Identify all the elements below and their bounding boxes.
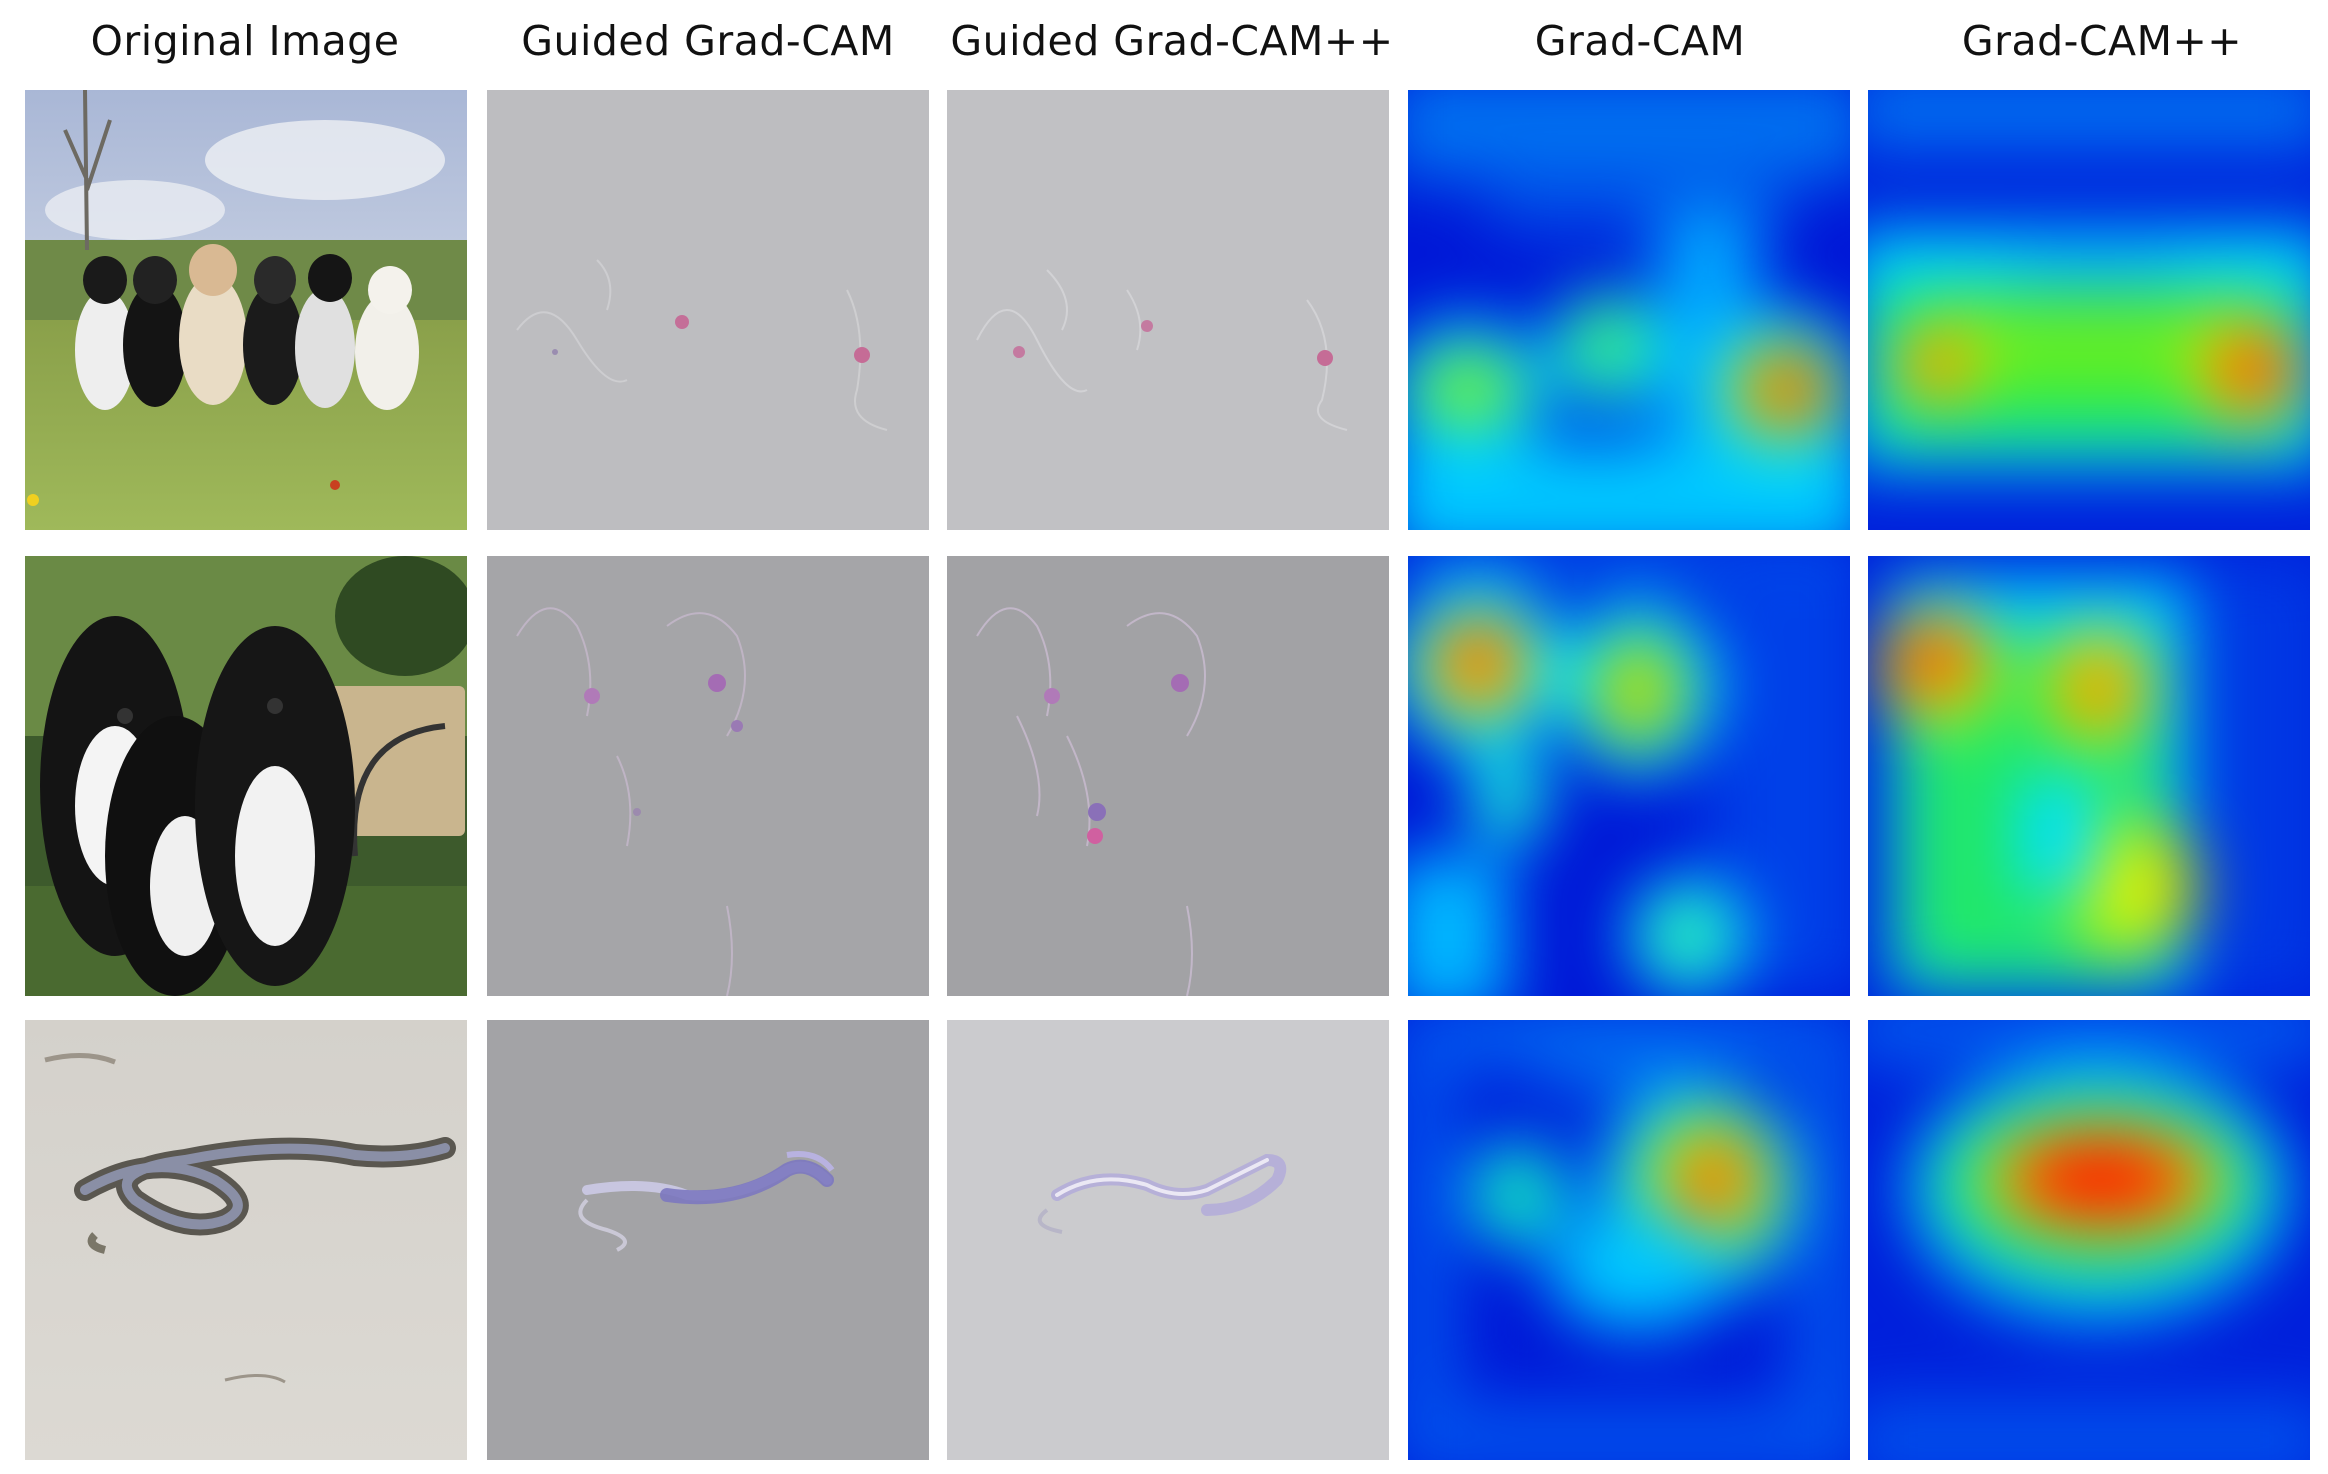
column-header-grad-cam: Grad-CAM	[1534, 17, 1746, 65]
guided-grad-cam-pp-dogs	[947, 90, 1389, 530]
row2-guided-grad-cam-pp	[947, 556, 1389, 996]
column-header-guided-grad-cam: Guided Grad-CAM	[521, 17, 895, 65]
row2-grad-cam-pp	[1868, 556, 2310, 996]
column-header-original-image: Original Image	[90, 17, 400, 65]
row3-original-image	[25, 1020, 467, 1460]
dogs-photo-icon	[25, 90, 467, 530]
column-header-grad-cam-pp: Grad-CAM++	[1961, 17, 2243, 65]
row3-guided-grad-cam	[487, 1020, 929, 1460]
row2-grad-cam	[1408, 556, 1850, 996]
guided-grad-cam-pp-snake	[947, 1020, 1389, 1460]
guided-grad-cam-puppies	[487, 556, 929, 996]
snake-photo-icon	[25, 1020, 467, 1460]
row1-guided-grad-cam	[487, 90, 929, 530]
row1-original-image	[25, 90, 467, 530]
row1-grad-cam-pp	[1868, 90, 2310, 530]
grad-cam-heatmap-snake	[1408, 1020, 1850, 1460]
row1-grad-cam	[1408, 90, 1850, 530]
grad-cam-pp-heatmap-snake	[1868, 1020, 2310, 1460]
row3-grad-cam	[1408, 1020, 1850, 1460]
grad-cam-heatmap-puppies	[1408, 556, 1850, 996]
grad-cam-pp-heatmap-puppies	[1868, 556, 2310, 996]
row2-guided-grad-cam	[487, 556, 929, 996]
row2-original-image	[25, 556, 467, 996]
guided-grad-cam-dogs	[487, 90, 929, 530]
guided-grad-cam-pp-puppies	[947, 556, 1389, 996]
row1-guided-grad-cam-pp	[947, 90, 1389, 530]
row3-grad-cam-pp	[1868, 1020, 2310, 1460]
grad-cam-pp-heatmap-dogs	[1868, 90, 2310, 530]
grad-cam-heatmap-dogs	[1408, 90, 1850, 530]
column-header-guided-grad-cam-pp: Guided Grad-CAM++	[950, 17, 1394, 65]
puppies-photo-icon	[25, 556, 467, 996]
guided-grad-cam-snake	[487, 1020, 929, 1460]
row3-guided-grad-cam-pp	[947, 1020, 1389, 1460]
